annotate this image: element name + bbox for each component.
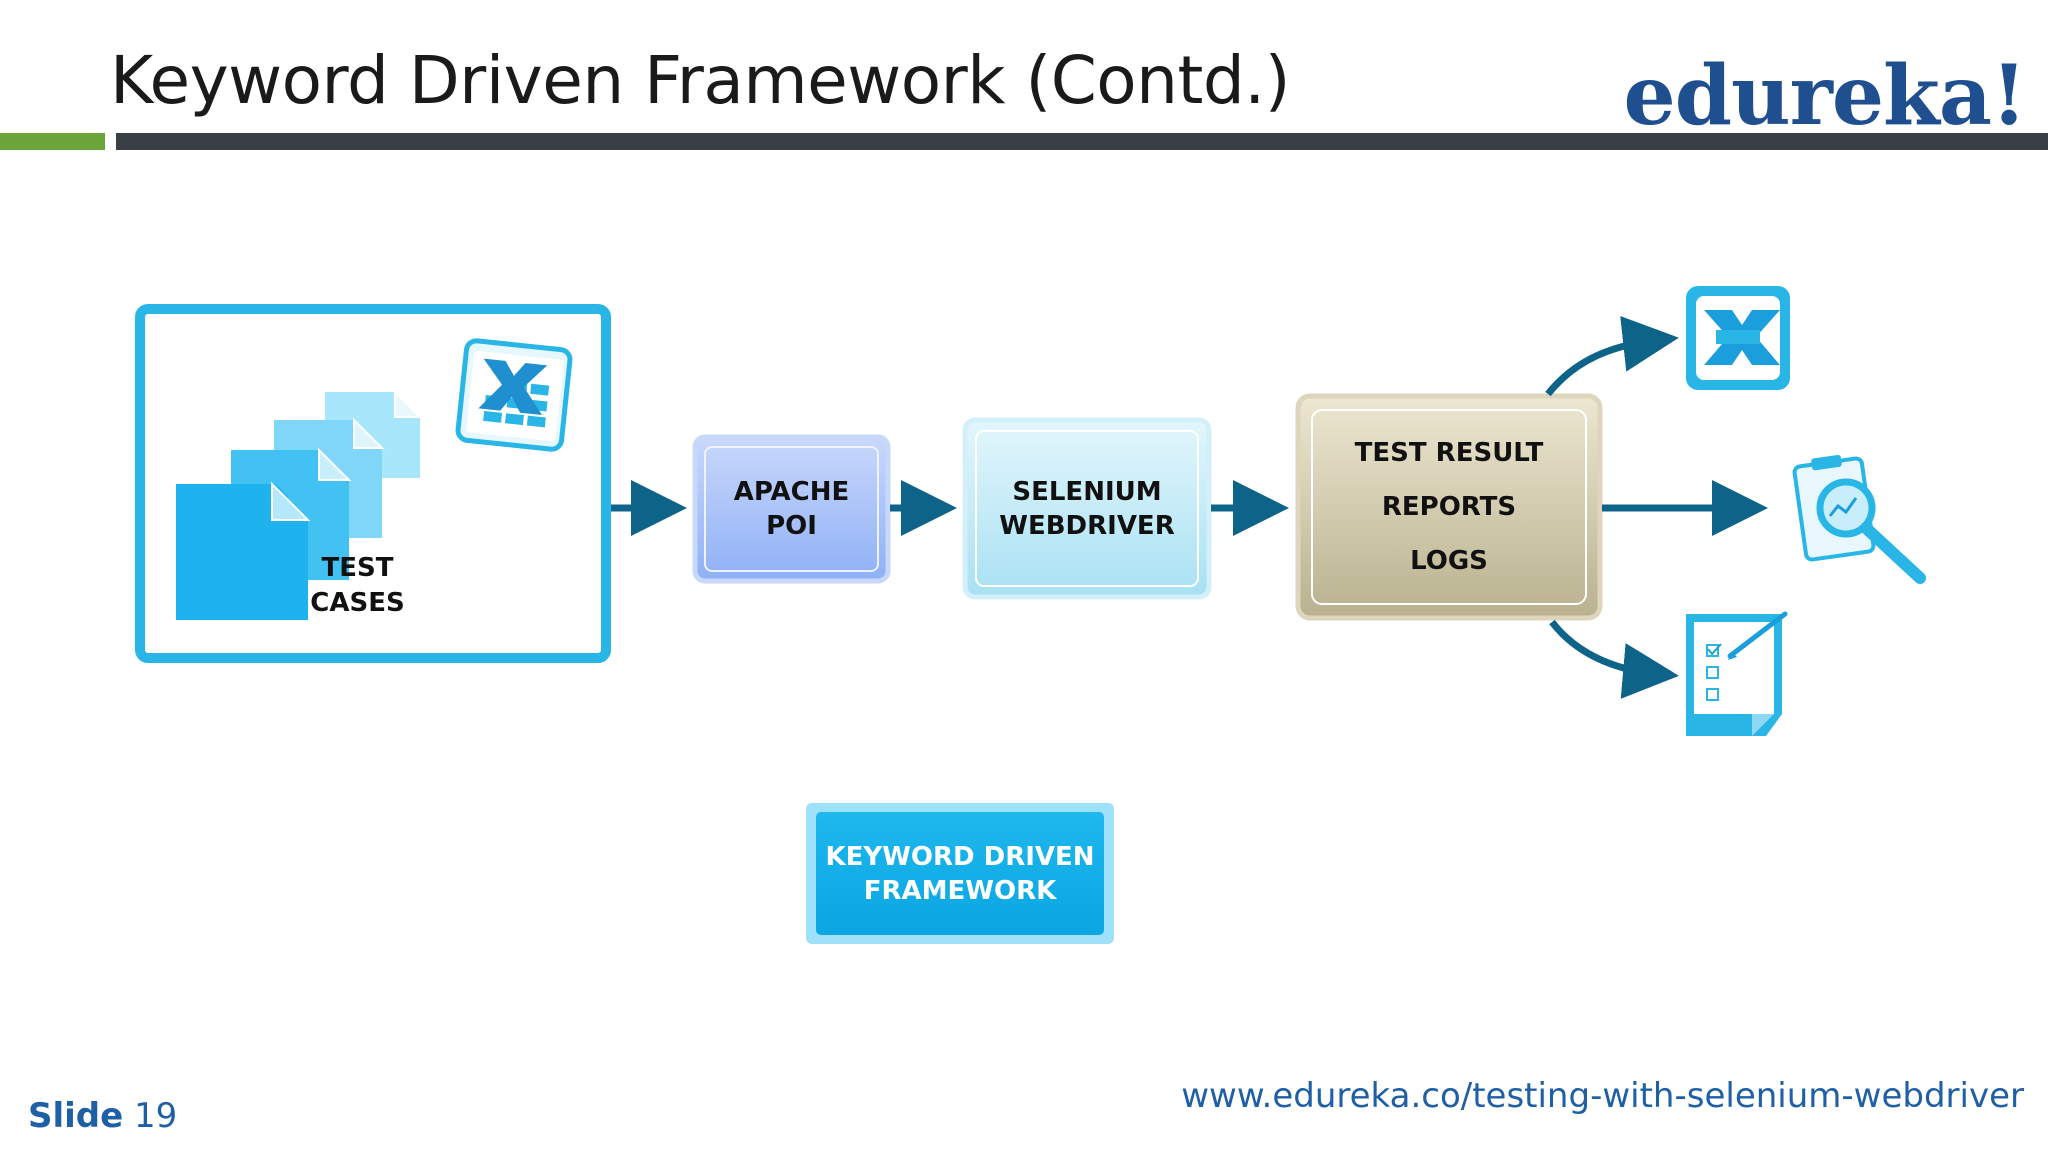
report-magnifier-icon xyxy=(1792,454,1926,584)
test-cases-line2: CASES xyxy=(310,588,405,618)
keyword-driven-framework-box xyxy=(806,803,1114,944)
test-result-label: TEST RESULT REPORTS LOGS xyxy=(1298,396,1600,618)
accent-bar xyxy=(0,133,105,150)
selenium-label: SELENIUM WEBDRIVER xyxy=(965,420,1209,597)
slide-number-value: 19 xyxy=(134,1096,178,1136)
edureka-logo: edureka! xyxy=(1623,48,2027,144)
apache-poi-line1: APACHE xyxy=(733,477,850,507)
test-result-line2: REPORTS xyxy=(1381,492,1517,522)
excel-icon xyxy=(455,338,573,452)
apache-poi-label: APACHE POI xyxy=(695,437,888,581)
keyword-driven-framework-label: KEYWORD DRIVEN FRAMEWORK xyxy=(816,812,1104,935)
test-result-box xyxy=(1295,393,1603,621)
selenium-line2: WEBDRIVER xyxy=(999,510,1175,541)
header-divider xyxy=(116,133,2048,150)
kdf-line2: FRAMEWORK xyxy=(863,875,1057,906)
apache-poi-line2: POI xyxy=(766,511,817,541)
slide-label: Slide xyxy=(28,1096,124,1136)
selenium-line1: SELENIUM xyxy=(1012,476,1162,507)
test-cases-line1: TEST xyxy=(321,553,394,583)
test-result-line3: LOGS xyxy=(1410,546,1488,576)
checklist-icon xyxy=(1686,611,1788,736)
slide-number: Slide 19 xyxy=(28,1096,177,1136)
excel-output-icon xyxy=(1686,286,1790,390)
footer-url[interactable]: www.edureka.co/testing-with-selenium-web… xyxy=(1181,1076,2024,1116)
flow-arrows xyxy=(611,315,1768,699)
selenium-webdriver-box xyxy=(962,417,1212,600)
test-cases-label: TEST CASES xyxy=(290,548,425,624)
test-result-line1: TEST RESULT xyxy=(1354,438,1544,468)
apache-poi-box xyxy=(692,434,891,584)
kdf-line1: KEYWORD DRIVEN xyxy=(825,841,1095,872)
documents-icon xyxy=(176,389,423,620)
page-title: Keyword Driven Framework (Contd.) xyxy=(110,42,1291,119)
